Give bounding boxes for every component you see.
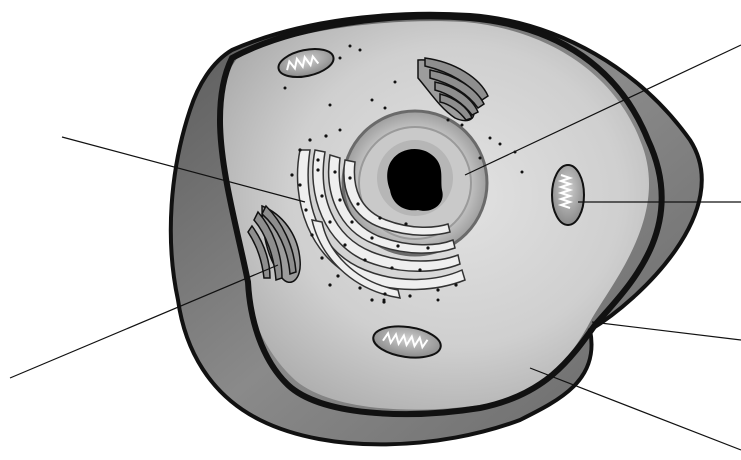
leader-line-cytoplasm — [530, 368, 741, 450]
leader-line-membrane — [592, 322, 741, 340]
nucleolus — [387, 149, 442, 211]
mitochondrion-right — [552, 165, 584, 225]
